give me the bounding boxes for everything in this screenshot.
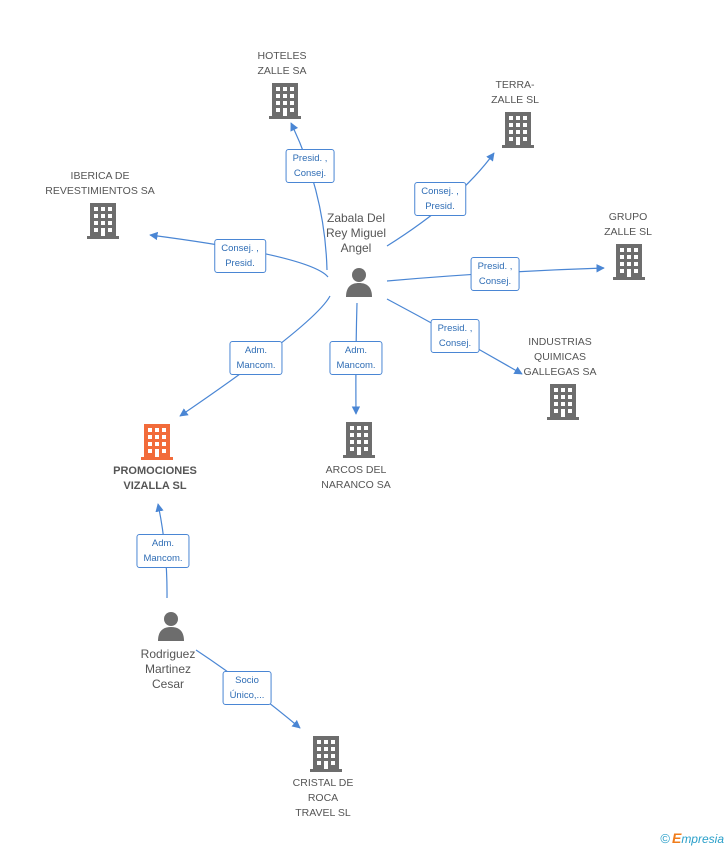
role-badge-zabala-arcos[interactable]: Adm. Mancom. <box>329 341 383 375</box>
node-label-cristal[interactable]: CRISTAL DE ROCA TRAVEL SL <box>293 776 354 821</box>
role-badge-zabala-terra[interactable]: Consej. , Presid. <box>414 182 466 216</box>
role-text: Presid. , <box>437 323 473 334</box>
role-text: Socio <box>235 675 259 686</box>
role-text: Mancom. <box>143 553 183 564</box>
node-label-industrias[interactable]: INDUSTRIAS QUIMICAS GALLEGAS SA <box>524 335 597 380</box>
node-label-grupo[interactable]: GRUPO ZALLE SL <box>604 210 652 240</box>
role-badge-zabala-grupo[interactable]: Presid. , Consej. <box>470 257 520 291</box>
node-label-line: Martinez <box>144 662 192 676</box>
building-icon-cristal[interactable] <box>310 736 342 772</box>
node-label-line: GRUPO <box>608 211 648 223</box>
role-text: Consej. <box>478 276 512 287</box>
role-text: Consej. , <box>221 243 259 254</box>
node-label-line: REVESTIMIENTOS SA <box>45 185 155 197</box>
role-text: Presid. <box>425 201 455 212</box>
person-icon-rodriguez[interactable] <box>158 612 184 641</box>
building-icon-hoteles[interactable] <box>269 83 301 119</box>
brand-logo-initial: E <box>671 830 682 846</box>
role-text: Adm. <box>244 345 268 356</box>
person-icon-zabala[interactable] <box>346 268 372 297</box>
node-label-line: ARCOS DEL <box>325 464 387 476</box>
node-label-arcos[interactable]: ARCOS DEL NARANCO SA <box>321 463 390 493</box>
role-badge-rodriguez-promociones[interactable]: Adm. Mancom. <box>136 534 190 568</box>
role-text: Adm. <box>151 538 175 549</box>
role-text: Consej. <box>293 168 327 179</box>
role-badge-zabala-hoteles[interactable]: Presid. , Consej. <box>285 149 335 183</box>
node-label-line: IBERICA DE <box>70 170 130 182</box>
role-text: Presid. , <box>477 261 513 272</box>
node-label-line: ZALLE SL <box>604 226 652 238</box>
edge-zabala-to-hoteles <box>290 122 328 271</box>
building-icon-grupo[interactable] <box>613 244 645 280</box>
role-text: Consej. <box>438 338 472 349</box>
role-text: Mancom. <box>236 360 276 371</box>
node-label-line: CRISTAL DE <box>292 777 354 789</box>
building-icon-promociones[interactable] <box>141 424 173 460</box>
edge-zabala-to-iberica <box>149 231 329 278</box>
role-badge-zabala-iberica[interactable]: Consej. , Presid. <box>214 239 266 273</box>
node-label-terra[interactable]: TERRA- ZALLE SL <box>491 78 539 108</box>
node-label-promociones[interactable]: PROMOCIONES VIZALLA SL <box>113 464 197 494</box>
building-icon-iberica[interactable] <box>87 203 119 239</box>
brand-footer[interactable]: ©Empresia <box>660 830 724 846</box>
node-label-line: QUIMICAS <box>534 351 586 363</box>
building-icon-industrias[interactable] <box>547 384 579 420</box>
node-label-line: ROCA <box>307 792 339 804</box>
copyright-icon: © <box>660 831 670 846</box>
node-label-line: ZALLE SL <box>491 94 539 106</box>
node-label-line: HOTELES <box>257 50 307 62</box>
building-icon-terra[interactable] <box>502 112 534 148</box>
role-badge-zabala-industrias[interactable]: Presid. , Consej. <box>430 319 480 353</box>
node-label-line: VIZALLA SL <box>123 480 187 492</box>
node-label-line: Cesar <box>151 677 185 691</box>
edge-zabala-to-promociones <box>179 295 331 417</box>
node-label-line: Rey Miguel <box>325 226 387 240</box>
role-text: Mancom. <box>336 360 376 371</box>
node-label-line: Rodriguez <box>140 647 196 661</box>
node-label-iberica[interactable]: IBERICA DE REVESTIMIENTOS SA <box>45 169 155 199</box>
role-badge-zabala-promociones[interactable]: Adm. Mancom. <box>229 341 283 375</box>
node-label-line: PROMOCIONES <box>113 465 197 477</box>
node-label-line: Zabala Del <box>326 211 386 225</box>
role-text: Presid. , <box>292 153 328 164</box>
node-label-line: ZALLE SA <box>257 65 307 77</box>
node-label-line: Angel <box>340 241 372 255</box>
node-label-line: INDUSTRIAS <box>528 336 592 348</box>
role-text: Único,... <box>229 690 265 701</box>
node-label-line: GALLEGAS SA <box>523 366 597 378</box>
role-text: Adm. <box>344 345 368 356</box>
brand-logo-text: mpresia <box>681 832 724 846</box>
node-label-line: NARANCO SA <box>321 479 391 491</box>
node-label-line: TERRA- <box>495 79 535 91</box>
role-text: Consej. , <box>421 186 459 197</box>
node-label-line: TRAVEL SL <box>295 807 351 819</box>
building-icon-arcos[interactable] <box>343 422 375 458</box>
node-label-hoteles[interactable]: HOTELES ZALLE SA <box>257 49 306 79</box>
role-text: Presid. <box>225 258 255 269</box>
